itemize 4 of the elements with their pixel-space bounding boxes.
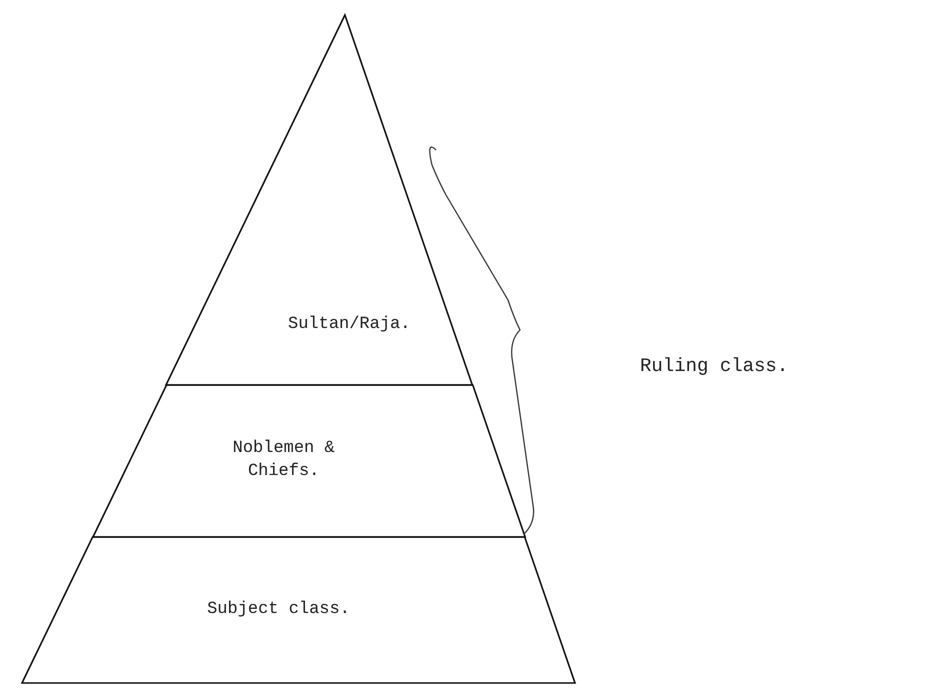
bracket-label: Ruling class. bbox=[640, 355, 788, 377]
tier-label: Noblemen & Chiefs. bbox=[232, 438, 336, 483]
tier-label: Subject class. bbox=[207, 598, 350, 621]
tier-label: Sultan/Raja. bbox=[288, 314, 410, 336]
